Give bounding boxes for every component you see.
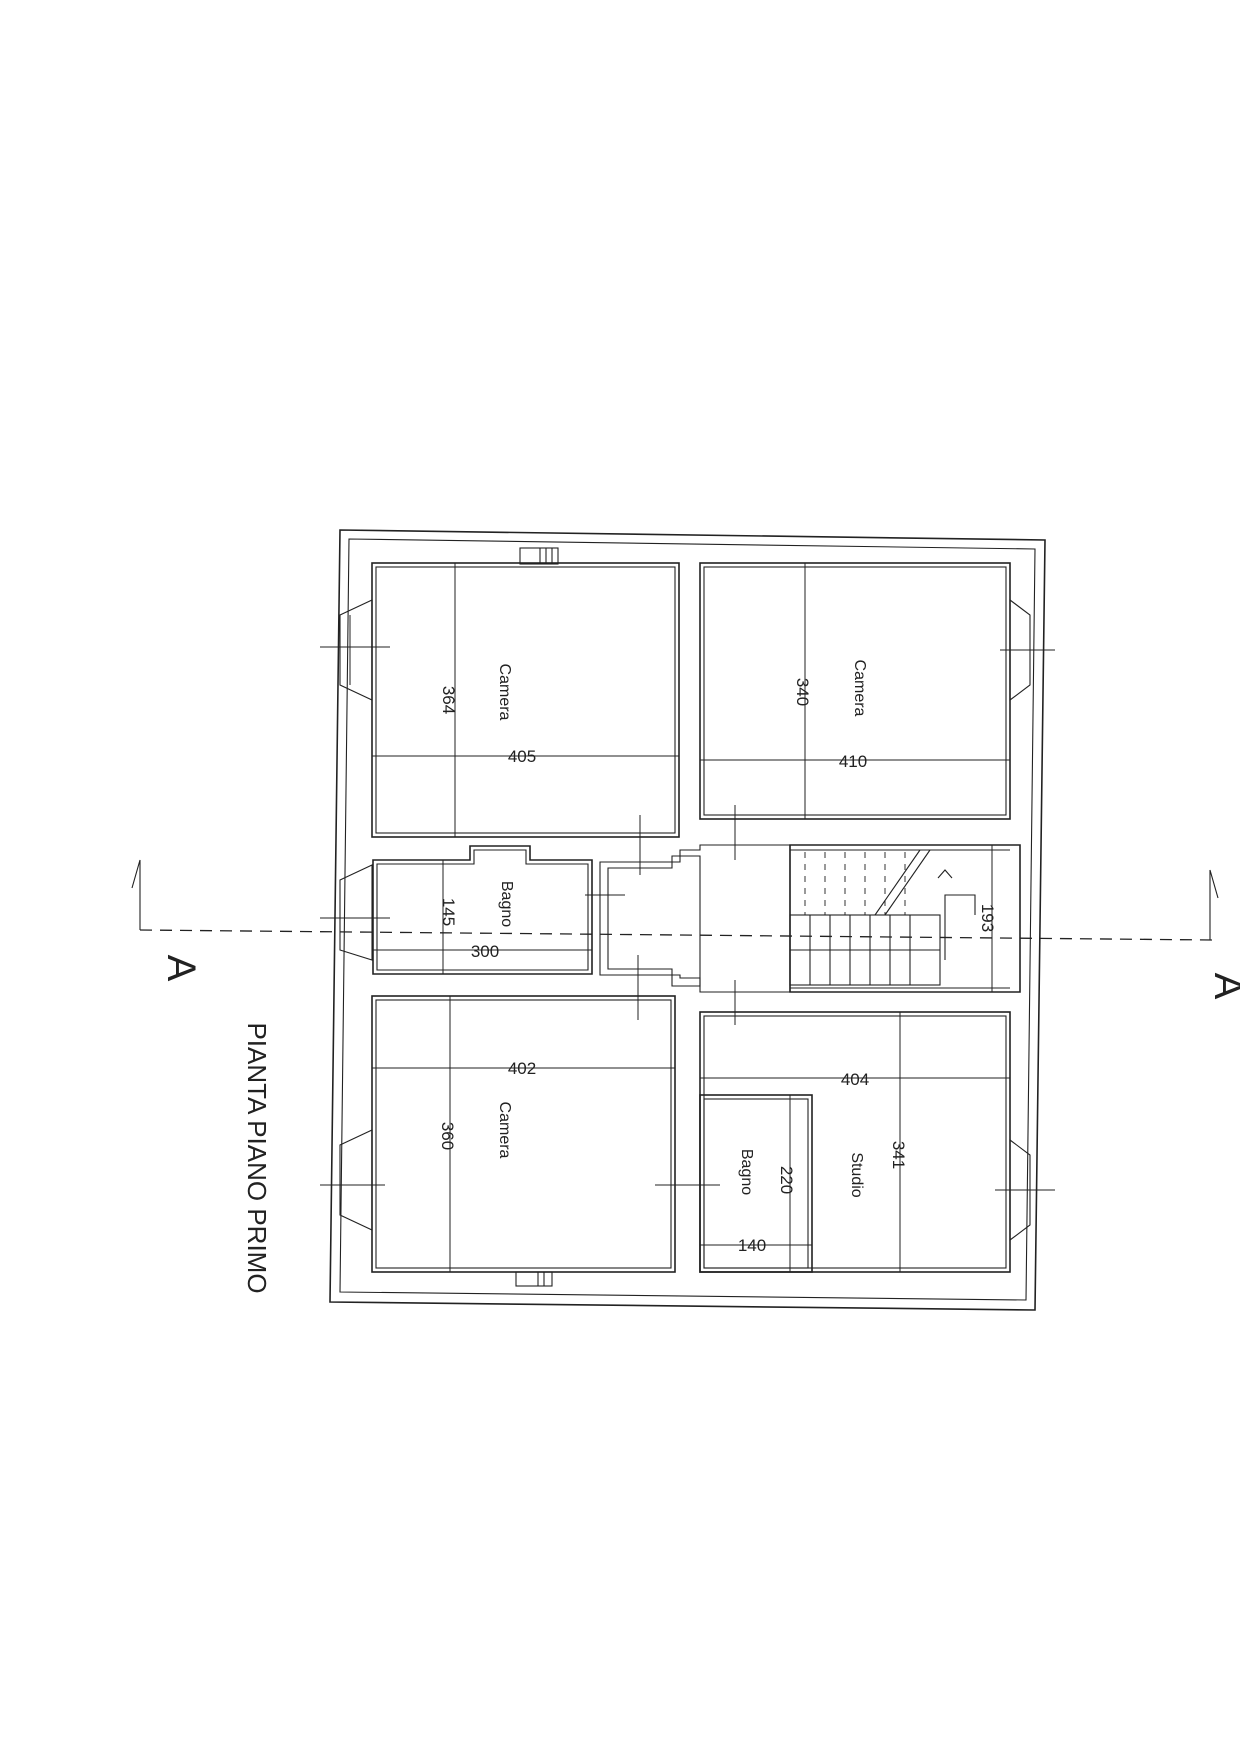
dim-300: 300 xyxy=(471,942,499,961)
dim-360: 360 xyxy=(438,1122,457,1150)
dim-405: 405 xyxy=(508,747,536,766)
room-studio xyxy=(699,1011,1011,1273)
room-camera-bottom-left xyxy=(371,995,676,1273)
dim-404: 404 xyxy=(841,1070,869,1089)
outer-walls xyxy=(329,529,1046,1311)
room-name-camera-top-left: Camera xyxy=(496,664,513,721)
dim-193: 193 xyxy=(978,904,997,932)
room-bagno-center xyxy=(372,845,593,975)
chimneys xyxy=(515,547,559,1287)
room-name-camera-bottom-left: Camera xyxy=(496,1102,513,1159)
room-bagno-small xyxy=(699,1094,813,1273)
room-camera-top-left xyxy=(371,562,680,838)
room-name-bagno-small: Bagno xyxy=(738,1149,755,1195)
room-name-bagno-center: Bagno xyxy=(498,881,515,927)
dim-140: 140 xyxy=(738,1236,766,1255)
corridor xyxy=(599,844,791,993)
room-name-camera-top-right: Camera xyxy=(851,660,868,717)
dim-402: 402 xyxy=(508,1059,536,1078)
dim-364: 364 xyxy=(439,686,458,714)
dim-410: 410 xyxy=(839,752,867,771)
section-line xyxy=(131,859,1219,941)
section-label-left: A xyxy=(159,955,203,982)
dim-341: 341 xyxy=(889,1141,908,1169)
dim-145: 145 xyxy=(439,898,458,926)
doors xyxy=(585,805,736,1186)
section-label-right: A xyxy=(1206,973,1240,1000)
windows xyxy=(320,598,1055,1242)
dim-340: 340 xyxy=(793,678,812,706)
room-name-studio: Studio xyxy=(848,1152,865,1197)
dim-220: 220 xyxy=(777,1166,796,1194)
stair xyxy=(789,844,1021,993)
plan-title: PIANTA PIANO PRIMO xyxy=(242,1022,272,1293)
